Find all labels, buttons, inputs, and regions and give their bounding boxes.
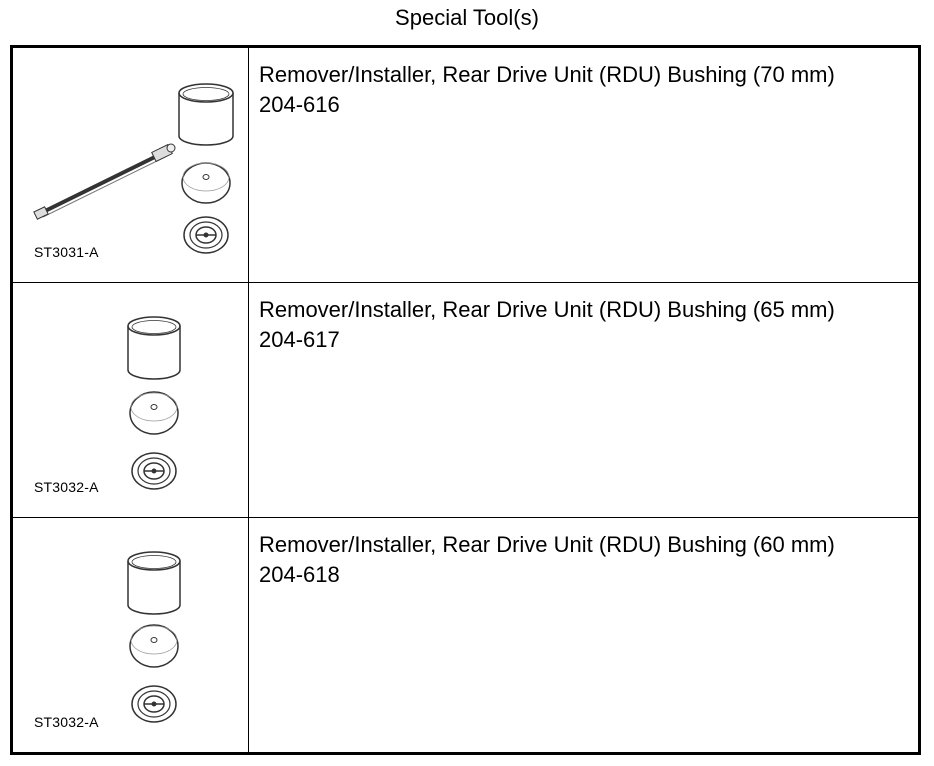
tool-image-code: ST3032-A (34, 714, 99, 730)
rdu-bushing-tool-kit-illustration (33, 83, 234, 254)
tool-row: ST3031-A Remover/Installer, Rear Drive U… (13, 48, 918, 283)
flat-disc-icon (129, 624, 179, 668)
rdu-bushing-tool-set-illustration (127, 551, 181, 723)
tool-description: Remover/Installer, Rear Drive Unit (RDU)… (259, 532, 835, 557)
bushing-adapter-icon (183, 216, 229, 254)
threaded-rod-icon (33, 143, 176, 220)
cup-icon (178, 83, 234, 146)
flat-disc-icon (181, 162, 231, 204)
cup-icon (127, 551, 181, 615)
tool-number: 204-618 (259, 562, 340, 587)
bushing-adapter-icon (131, 452, 177, 490)
tool-row: ST3032-A Remover/Installer, Rear Drive U… (13, 283, 918, 518)
tool-image-cell: ST3031-A (13, 48, 249, 282)
tool-number: 204-616 (259, 92, 340, 117)
tool-image-cell: ST3032-A (13, 518, 249, 752)
tool-image-cell: ST3032-A (13, 283, 249, 517)
tool-text-cell: Remover/Installer, Rear Drive Unit (RDU)… (249, 48, 918, 282)
tool-image-code: ST3031-A (34, 244, 99, 260)
rdu-bushing-tool-set-illustration (127, 316, 181, 490)
tool-number: 204-617 (259, 327, 340, 352)
special-tools-table: ST3031-A Remover/Installer, Rear Drive U… (10, 45, 921, 755)
cup-icon (127, 316, 181, 380)
tool-text-cell: Remover/Installer, Rear Drive Unit (RDU)… (249, 518, 918, 752)
flat-disc-icon (129, 391, 179, 435)
bushing-adapter-icon (131, 685, 177, 723)
page-title: Special Tool(s) (395, 5, 539, 30)
tool-row: ST3032-A Remover/Installer, Rear Drive U… (13, 518, 918, 752)
tool-text-cell: Remover/Installer, Rear Drive Unit (RDU)… (249, 283, 918, 517)
tool-description: Remover/Installer, Rear Drive Unit (RDU)… (259, 297, 835, 322)
tool-image-code: ST3032-A (34, 479, 99, 495)
tool-description: Remover/Installer, Rear Drive Unit (RDU)… (259, 62, 835, 87)
